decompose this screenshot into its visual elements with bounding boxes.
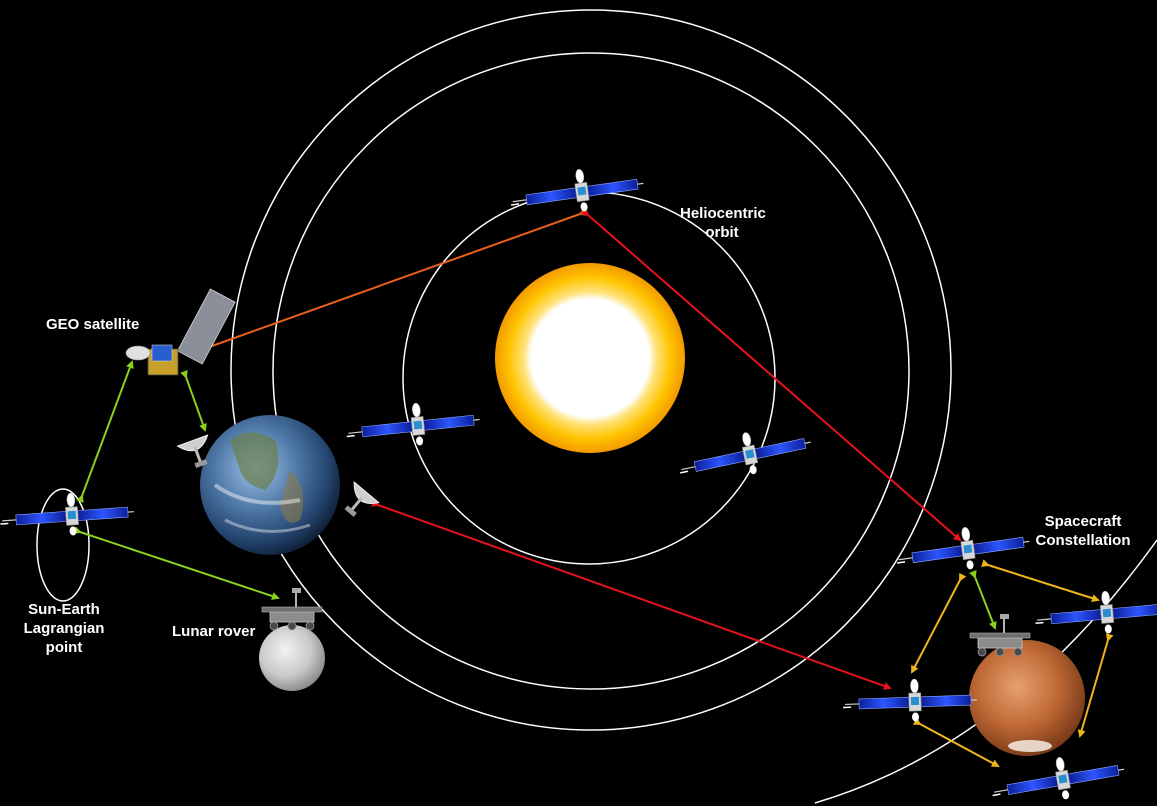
heliocentric-orbit-label: Heliocentric orbit [680,204,766,242]
satellite-top [506,159,647,223]
yellow-link-c [1077,633,1114,738]
lagrangian-label-line3: point [45,639,83,656]
mars [969,640,1085,756]
yellow-link-b [911,572,967,674]
moon [259,625,325,691]
orange-link [196,208,587,353]
green-link-constellation-rover [969,569,997,630]
satellite-constellation-left [841,676,979,725]
yellow-link-a [981,559,1100,602]
red-link-orbit-constellation [580,208,962,542]
lunar-rover-label: Lunar rover [172,623,256,640]
lagrangian-orbit [36,488,90,602]
geo-satellite [125,288,236,376]
earth-dish-right [335,480,381,525]
constellation-label-line2: Constellation [1035,532,1131,549]
satellite-constellation-bottom [987,745,1129,806]
yellow-link-d [912,717,1000,767]
spacecraft-constellation-label: Spacecraft Constellation [1028,512,1138,550]
links [73,208,1114,767]
lunar-rover [261,587,323,631]
geo-satellite-label: GEO satellite [46,316,140,333]
mars-rover [969,613,1031,657]
earth [200,415,340,555]
green-link-lagrange-moon [73,526,280,600]
green-link-lagrange-geo [76,360,134,504]
heliocentric-label-line1: Heliocentric [680,205,766,222]
lagrangian-label-line1: Sun-Earth [28,601,100,618]
satellite-lagrange [0,487,136,542]
satellite-constellation-right [1032,584,1157,641]
lagrangian-label-line2: Lagrangian [23,620,105,637]
lagrangian-point-label: Sun-Earth Lagrangian point [18,600,110,657]
constellation-label-line1: Spacecraft [1044,513,1122,530]
sun [495,263,685,453]
satellite-inner-left [343,395,483,454]
green-link-geo-earth [180,370,207,432]
red-link-earth-mars [371,499,892,690]
heliocentric-label-line2: orbit [705,224,739,241]
